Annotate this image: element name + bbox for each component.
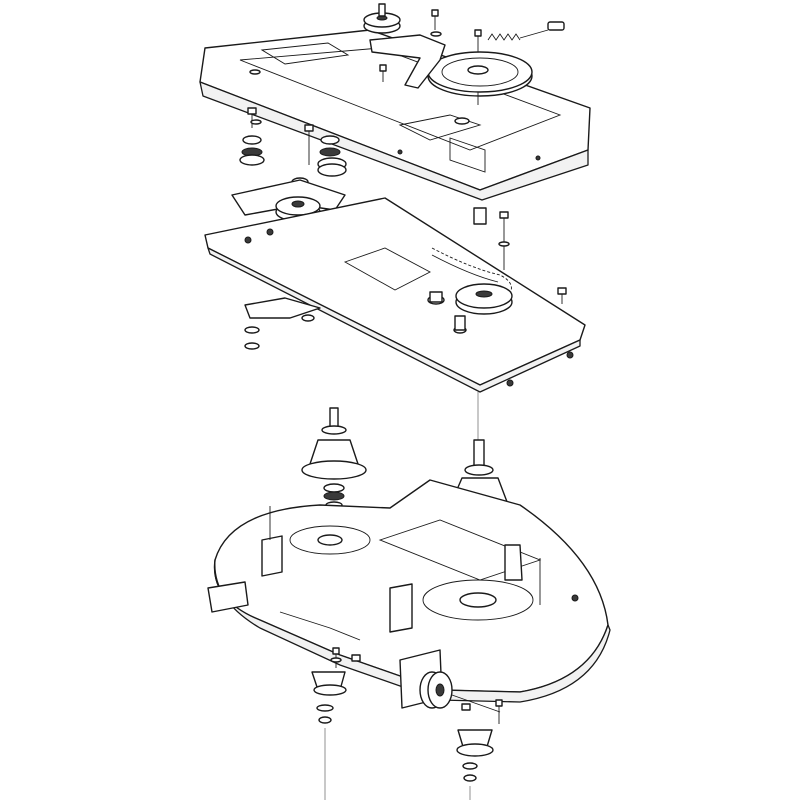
side-pulley — [419, 671, 501, 713]
spindle-housing-left — [301, 407, 367, 509]
washers — [250, 31, 510, 663]
deck-mount-brackets — [261, 506, 541, 709]
tensioner-bracket — [231, 179, 346, 222]
tension-spring — [487, 21, 565, 41]
bearings — [239, 135, 347, 187]
drive-belt — [431, 247, 512, 301]
deck-bracket — [244, 297, 321, 350]
gauge-wheel-left — [311, 671, 347, 800]
gauge-wheel-right — [456, 729, 494, 800]
idler-pulley — [363, 3, 401, 34]
discharge-chute — [207, 581, 249, 613]
main-pulley — [427, 51, 533, 105]
belt-pulley — [455, 283, 513, 315]
mounting-plate — [204, 197, 586, 393]
tensioner-arm — [369, 34, 446, 89]
nuts — [332, 647, 503, 724]
